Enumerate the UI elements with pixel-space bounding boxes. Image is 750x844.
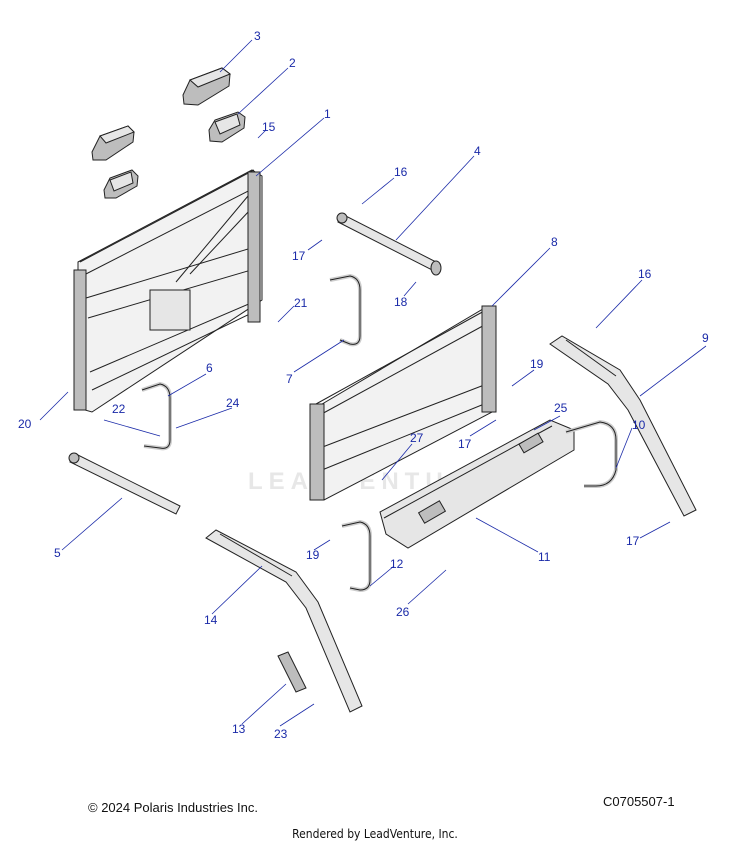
part-7-handle[interactable] (329, 273, 362, 347)
callout-14[interactable]: 14 (204, 613, 218, 627)
callout-11[interactable]: 11 (538, 550, 551, 564)
callout-20[interactable]: 20 (18, 417, 32, 431)
callout-numbers: 3 2 15 1 4 16 17 18 8 21 16 9 7 19 6 22 … (18, 29, 709, 741)
callout-4[interactable]: 4 (474, 144, 481, 158)
callout-12[interactable]: 12 (390, 557, 404, 571)
callout-15[interactable]: 15 (262, 120, 276, 134)
copyright-text: © 2024 Polaris Industries Inc. (88, 800, 258, 815)
callout-22[interactable]: 22 (112, 402, 126, 416)
part-3-pad-lower[interactable] (91, 125, 135, 161)
callout-19[interactable]: 19 (306, 548, 320, 562)
diagram-code: C0705507-1 (603, 794, 675, 809)
callout-25[interactable]: 25 (554, 401, 568, 415)
callout-16[interactable]: 16 (394, 165, 408, 179)
part-9-right-rail[interactable] (549, 335, 697, 517)
callout-6[interactable]: 6 (206, 361, 213, 375)
part-8-front-frame[interactable] (309, 305, 497, 501)
callout-2[interactable]: 2 (289, 56, 296, 70)
callout-21[interactable]: 21 (294, 296, 308, 310)
callout-5[interactable]: 5 (54, 546, 61, 560)
callout-13[interactable]: 13 (232, 722, 246, 736)
part-14-left-rail[interactable] (205, 529, 363, 713)
part-3-pad[interactable] (182, 67, 232, 106)
callout-26[interactable]: 26 (396, 605, 410, 619)
callout-17[interactable]: 17 (458, 437, 472, 451)
rendered-by-text: Rendered by LeadVenture, Inc. (292, 827, 458, 841)
callout-10[interactable]: 10 (632, 418, 646, 432)
callout-24[interactable]: 24 (226, 396, 240, 410)
part-6-handle[interactable] (141, 381, 172, 451)
callout-7[interactable]: 7 (286, 372, 293, 386)
callout-3[interactable]: 3 (254, 29, 261, 43)
callout-17[interactable]: 17 (292, 249, 306, 263)
part-1-rear-frame[interactable] (73, 169, 263, 413)
part-2-bracket[interactable] (208, 111, 246, 143)
callout-16[interactable]: 16 (638, 267, 652, 281)
callout-9[interactable]: 9 (702, 331, 709, 345)
part-13-strap[interactable] (277, 651, 307, 693)
part-11-panel[interactable] (379, 419, 575, 549)
callout-leaders (39, 39, 707, 727)
callout-1[interactable]: 1 (324, 107, 331, 121)
callout-23[interactable]: 23 (274, 727, 288, 741)
part-4-crossbar[interactable] (336, 212, 442, 276)
part-12-handle[interactable] (341, 519, 372, 593)
callout-17[interactable]: 17 (626, 534, 640, 548)
part-5-tube[interactable] (68, 452, 181, 515)
callout-8[interactable]: 8 (551, 235, 558, 249)
callout-18[interactable]: 18 (394, 295, 408, 309)
part-10-handle[interactable] (565, 419, 618, 488)
part-2-bracket-lower[interactable] (103, 169, 139, 199)
callout-27[interactable]: 27 (410, 431, 424, 445)
callout-19[interactable]: 19 (530, 357, 544, 371)
